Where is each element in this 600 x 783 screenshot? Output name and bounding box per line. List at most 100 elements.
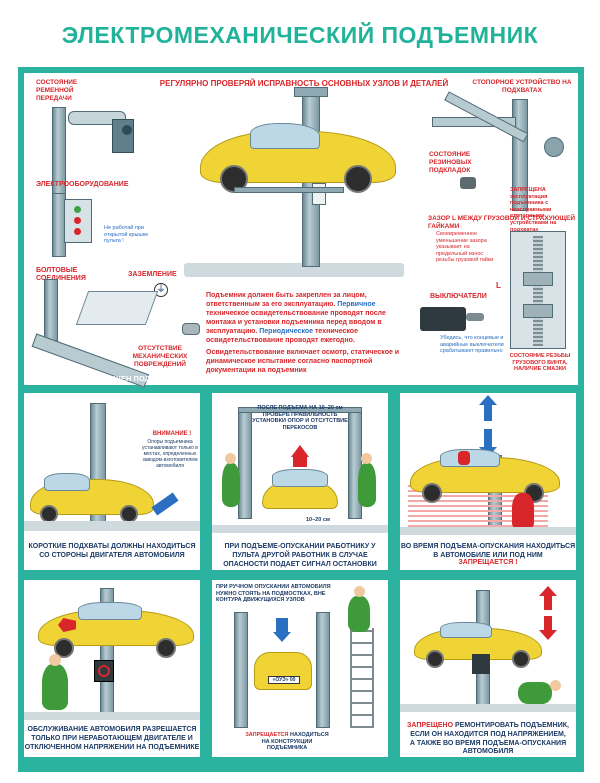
p6-car-window: [440, 622, 492, 638]
p4-wheel-front: [54, 638, 74, 658]
stopper-label: СТОПОРНОЕ УСТРОЙСТВО НА ПОДХВАТАХ: [472, 79, 572, 94]
weight-warning: ЗАПРЕЩЕН ПОДЪЕМ АВТОМОБИЛЕЙ МАССОЙ, ПРЕВ…: [88, 374, 514, 383]
p3-arrow-up-head-icon: [479, 395, 497, 405]
p2-measure: 10–20 см: [306, 517, 330, 523]
p5-license-plate: «ОУЭ» 00: [268, 676, 300, 684]
car-main-wheel-rear: [344, 165, 372, 193]
panel-no-repair-live: ЗАПРЕЩЕНО РЕМОНТИРОВАТЬ ПОДЪЕМНИК, ЕСЛИ …: [400, 580, 576, 757]
p6-arrow-down-icon: [544, 616, 552, 630]
base-plate: [75, 291, 159, 325]
limit-switch: [420, 307, 466, 331]
screw-assembly: [510, 231, 566, 349]
p5-note: ПРИ РУЧНОМ ОПУСКАНИИ АВТОМОБИЛЯ НУЖНО СТ…: [216, 584, 331, 604]
p5-forbidden: ЗАПРЕЩАЕТСЯ: [245, 732, 289, 738]
gap-note: Своевременное уменьшение зазора указывае…: [436, 231, 494, 264]
p2-worker-right-head: [361, 453, 372, 464]
gap-label: ЗАЗОР L МЕЖДУ ГРУЗОВОЙ И СТРАХУЮЩЕЙ ГАЙК…: [428, 215, 576, 230]
para-periodic: Периодическое: [259, 328, 314, 336]
panel-note: Не работай при открытой крышке пульта !: [104, 225, 149, 245]
headline: РЕГУЛЯРНО ПРОВЕРЯЙ ИСПРАВНОСТЬ ОСНОВНЫХ …: [159, 79, 449, 88]
para-primary-text: техническое освидетельствование проводят…: [206, 310, 386, 336]
damage-label: ОТСУТСТВИЕ МЕХАНИЧЕСКИХ ПОВРЕЖДЕНИЙ: [132, 345, 188, 368]
p6-arrow-down-head-icon: [539, 630, 557, 640]
p4-floor: [24, 712, 200, 720]
p4-caption: ОБСЛУЖИВАНИЕ АВТОМОБИЛЯ РАЗРЕШАЕТСЯ ТОЛЬ…: [24, 726, 200, 751]
lift-column-cap: [294, 87, 328, 97]
p4-worker: [42, 664, 68, 710]
p6-forbidden: ЗАПРЕЩЕНО: [407, 722, 454, 729]
rubber-pad: [460, 177, 476, 189]
p2-top-beam: [238, 407, 362, 413]
p5-column-right: [316, 612, 330, 728]
p6-wheel-rear: [512, 650, 530, 668]
p2-worker-left-head: [225, 453, 236, 464]
motor: [112, 119, 134, 153]
rubber-label: СОСТОЯНИЕ РЕЗИНОВЫХ ПОДКЛАДОК: [429, 151, 472, 174]
p2-caption: ПРИ ПОДЪЕМЕ-ОПУСКАНИИ РАБОТНИКУ У ПУЛЬТА…: [223, 543, 377, 568]
p5-column-left: [234, 612, 248, 728]
p5-forbidden-line: ЗАПРЕЩАЕТСЯ НАХОДИТЬСЯ НА КОНСТРУКЦИИ ПО…: [242, 732, 332, 752]
limit-switch-lever: [466, 313, 484, 321]
p3-arrow-up-icon: [484, 403, 492, 421]
p6-arrow-up-head-icon: [539, 586, 557, 596]
bolts-label: БОЛТОВЫЕ СОЕДИНЕНИЯ: [36, 267, 86, 283]
panel-short-arms: ВНИМАНИЕ ! Опоры подъемника устанавливаю…: [24, 393, 200, 570]
electrical-label: ЭЛЕКТРООБОРУДОВАНИЕ: [36, 181, 129, 188]
p4-car-window: [78, 602, 142, 620]
p4-wheel-rear: [156, 638, 176, 658]
switches-label: ВЫКЛЮЧАТЕЛИ: [430, 293, 487, 300]
grounding-label: ЗАЗЕМЛЕНИЕ: [128, 271, 177, 278]
para-primary: Первичное: [337, 301, 376, 309]
p4-engine-icon: [58, 618, 76, 632]
grounding-icon: ⏚: [154, 283, 168, 297]
screw-label: СОСТОЯНИЕ РЕЗЬБЫ ГРУЗОВОГО ВИНТА, НАЛИЧИ…: [509, 353, 571, 373]
p2-car-window: [272, 469, 328, 487]
pad: [182, 323, 200, 335]
car-main-window: [250, 123, 320, 149]
p2-worker-left: [222, 463, 240, 507]
p6-arrow-up-icon: [544, 596, 552, 610]
p5-arrow-icon: [276, 618, 288, 632]
belt-drive: [68, 111, 126, 125]
p3-person-in-car: [458, 451, 470, 465]
p3-forbidden: ЗАПРЕЩАЕТСЯ !: [458, 559, 518, 566]
p6-wheel-front: [426, 650, 444, 668]
p6-floor: [400, 704, 576, 712]
lift-arms-main: [234, 187, 344, 193]
para-survey: Освидетельствование включает осмотр, ста…: [206, 348, 400, 374]
p6-caption: ЗАПРЕЩЕНО РЕМОНТИРОВАТЬ ПОДЪЕМНИК, ЕСЛИ …: [400, 722, 576, 757]
p1-floor: [24, 521, 200, 531]
p5-ladder: [350, 628, 374, 728]
p2-arrow-head-icon: [291, 445, 309, 457]
p2-worker-right: [358, 463, 376, 507]
p3-wheel-front: [422, 483, 442, 503]
motor-pulley: [122, 125, 132, 135]
panel-manual-lowering: ПРИ РУЧНОМ ОПУСКАНИИ АВТОМОБИЛЯ НУЖНО СТ…: [212, 580, 388, 757]
p3-floor: [400, 527, 576, 535]
stopper-forbidden-text: ЗАПРЕЩЕНА эксплуатация подъемника с неис…: [510, 187, 557, 233]
p5-worker-head: [354, 586, 365, 597]
para-fixed: Подъемник должен быть закреплен за лицом…: [206, 292, 367, 309]
poster-title: ЭЛЕКТРОМЕХАНИЧЕСКИЙ ПОДЪЕМНИК: [61, 22, 539, 48]
bolt-post: [44, 279, 58, 341]
p1-note: Опоры подъемника устанавливают только в …: [142, 439, 198, 469]
p3-caption: ВО ВРЕМЯ ПОДЪЕМА-ОПУСКАНИЯ НАХОДИТЬСЯ В …: [400, 543, 576, 559]
p2-floor: [212, 525, 388, 533]
p6-caption-b: ЕСЛИ ОН НАХОДИТСЯ ПОД НАПРЯЖЕНИЕМ,: [410, 730, 566, 738]
p3-person-under: [512, 493, 534, 529]
p5-worker: [348, 596, 370, 632]
control-panel: [64, 199, 92, 243]
p6-worker-head: [550, 680, 561, 691]
p5-forbidden-rest: НАХОДИТЬСЯ НА КОНСТРУКЦИИ ПОДЪЕМНИКА: [261, 732, 329, 752]
stopper-gear: [544, 137, 564, 157]
p1-caption: КОРОТКИЕ ПОДХВАТЫ ДОЛЖНЫ НАХОДИТЬСЯ СО С…: [28, 543, 196, 559]
p3-car-window: [440, 449, 500, 467]
stopper-arm: [432, 117, 516, 127]
para-periodic-text: техническое освидетельствование проводят…: [206, 328, 358, 345]
p2-arrow-icon: [293, 455, 307, 467]
p3-arrow-down-icon: [484, 429, 492, 447]
lift-floor: [184, 263, 404, 277]
p2-note: ПОСЛЕ ПОДЪЕМА НА 10–20 см ПРОВЕРЬ ПРАВИЛ…: [252, 405, 348, 431]
p6-caption-c: А ТАКЖЕ ВО ВРЕМЯ ПОДЪЕМА-ОПУСКАНИЯ АВТОМ…: [409, 739, 567, 756]
stopper-forbidden-note: ЗАПРЕЩЕНА эксплуатация подъемника с неис…: [510, 187, 580, 233]
